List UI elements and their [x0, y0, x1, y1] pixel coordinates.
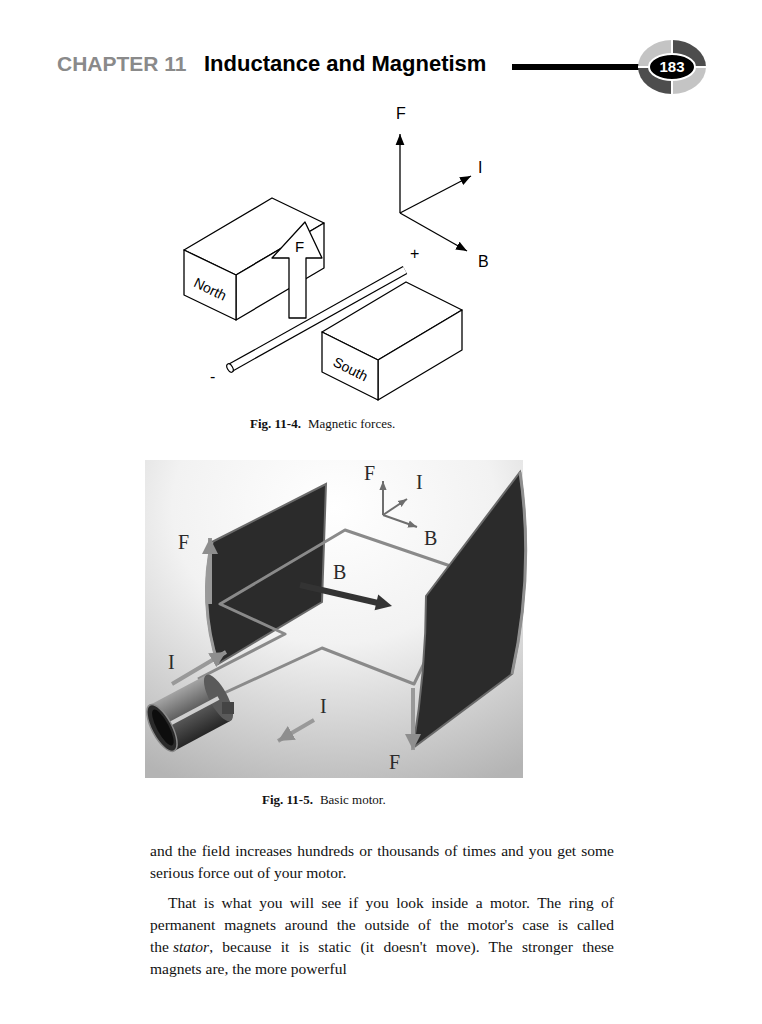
figure-number: Fig. 11-4.	[250, 416, 301, 432]
motor-arrows	[300, 585, 378, 603]
polarity-sign: +	[410, 244, 419, 263]
north-magnet: North	[184, 196, 326, 322]
current-label: I	[168, 650, 175, 674]
chapter-title: Inductance and Magnetism	[204, 51, 486, 77]
force-axes	[383, 515, 417, 527]
field-label: B	[333, 560, 346, 584]
figure-caption: Fig. 11-4. Magnetic forces.	[250, 416, 395, 432]
term: stator	[173, 938, 209, 955]
commutator	[148, 707, 177, 748]
polarity-sign: -	[210, 367, 215, 386]
conductor-rod	[225, 363, 234, 374]
figure-caption: Magnetic forces.	[308, 416, 395, 432]
magnet-plate	[413, 472, 526, 748]
south-magnet-outline	[322, 332, 378, 400]
vector-label: I	[478, 158, 482, 177]
brush	[222, 702, 234, 714]
figure-caption: Fig. 11-5. Basic motor.	[262, 792, 386, 808]
motor-arrows	[208, 538, 212, 604]
commutator	[141, 671, 239, 756]
north-magnet-outline	[184, 196, 326, 322]
north-magnet-outline	[272, 222, 322, 318]
force-axes	[400, 134, 471, 251]
vector-label: F	[396, 104, 406, 123]
motor-arrows	[375, 595, 392, 611]
force-axes	[382, 481, 384, 515]
vector-label: I	[416, 470, 423, 494]
north-magnet-outline	[236, 223, 324, 320]
body-text: and the field increases hundreds or thou…	[150, 840, 614, 980]
paragraph: That is what you will see if you look in…	[150, 892, 614, 980]
magnet-plate	[206, 484, 326, 664]
chapter-number: CHAPTER 11	[57, 51, 187, 76]
current-label: I	[320, 694, 327, 718]
force-axes	[383, 499, 407, 515]
commutator	[198, 671, 238, 725]
commutator	[141, 700, 183, 755]
body-text: and the field increases hundreds or thou…	[150, 842, 614, 881]
figure-number: Fig. 11-5.	[262, 792, 313, 808]
vector-label: F	[364, 461, 375, 485]
north-magnet-outline	[184, 250, 236, 320]
south-magnet: South	[322, 280, 464, 402]
force-label: F	[295, 238, 304, 256]
magnet-plate	[512, 472, 526, 674]
motor-arrows	[172, 652, 226, 684]
force-axes	[399, 134, 400, 213]
vector-label: B	[424, 526, 437, 550]
motor-arrows	[278, 720, 314, 741]
page-badge-outline	[649, 54, 695, 80]
force-axes	[383, 481, 417, 527]
motor-arrows	[172, 538, 413, 750]
figure-caption: Basic motor.	[320, 792, 386, 808]
page-badge: 183	[638, 40, 706, 94]
paragraph: and the field increases hundreds or thou…	[150, 840, 614, 884]
motor-arrows	[411, 688, 415, 750]
south-magnet-outline	[322, 280, 464, 402]
page-number: 183	[659, 58, 684, 76]
force-axes	[400, 176, 471, 213]
force-label: F	[178, 530, 189, 554]
south-magnet-outline	[378, 310, 462, 400]
body-text: , because it is static (it doesn't move)…	[150, 938, 614, 977]
header-rule	[512, 64, 642, 70]
force-label: F	[389, 750, 400, 774]
vector-label: B	[478, 252, 489, 271]
